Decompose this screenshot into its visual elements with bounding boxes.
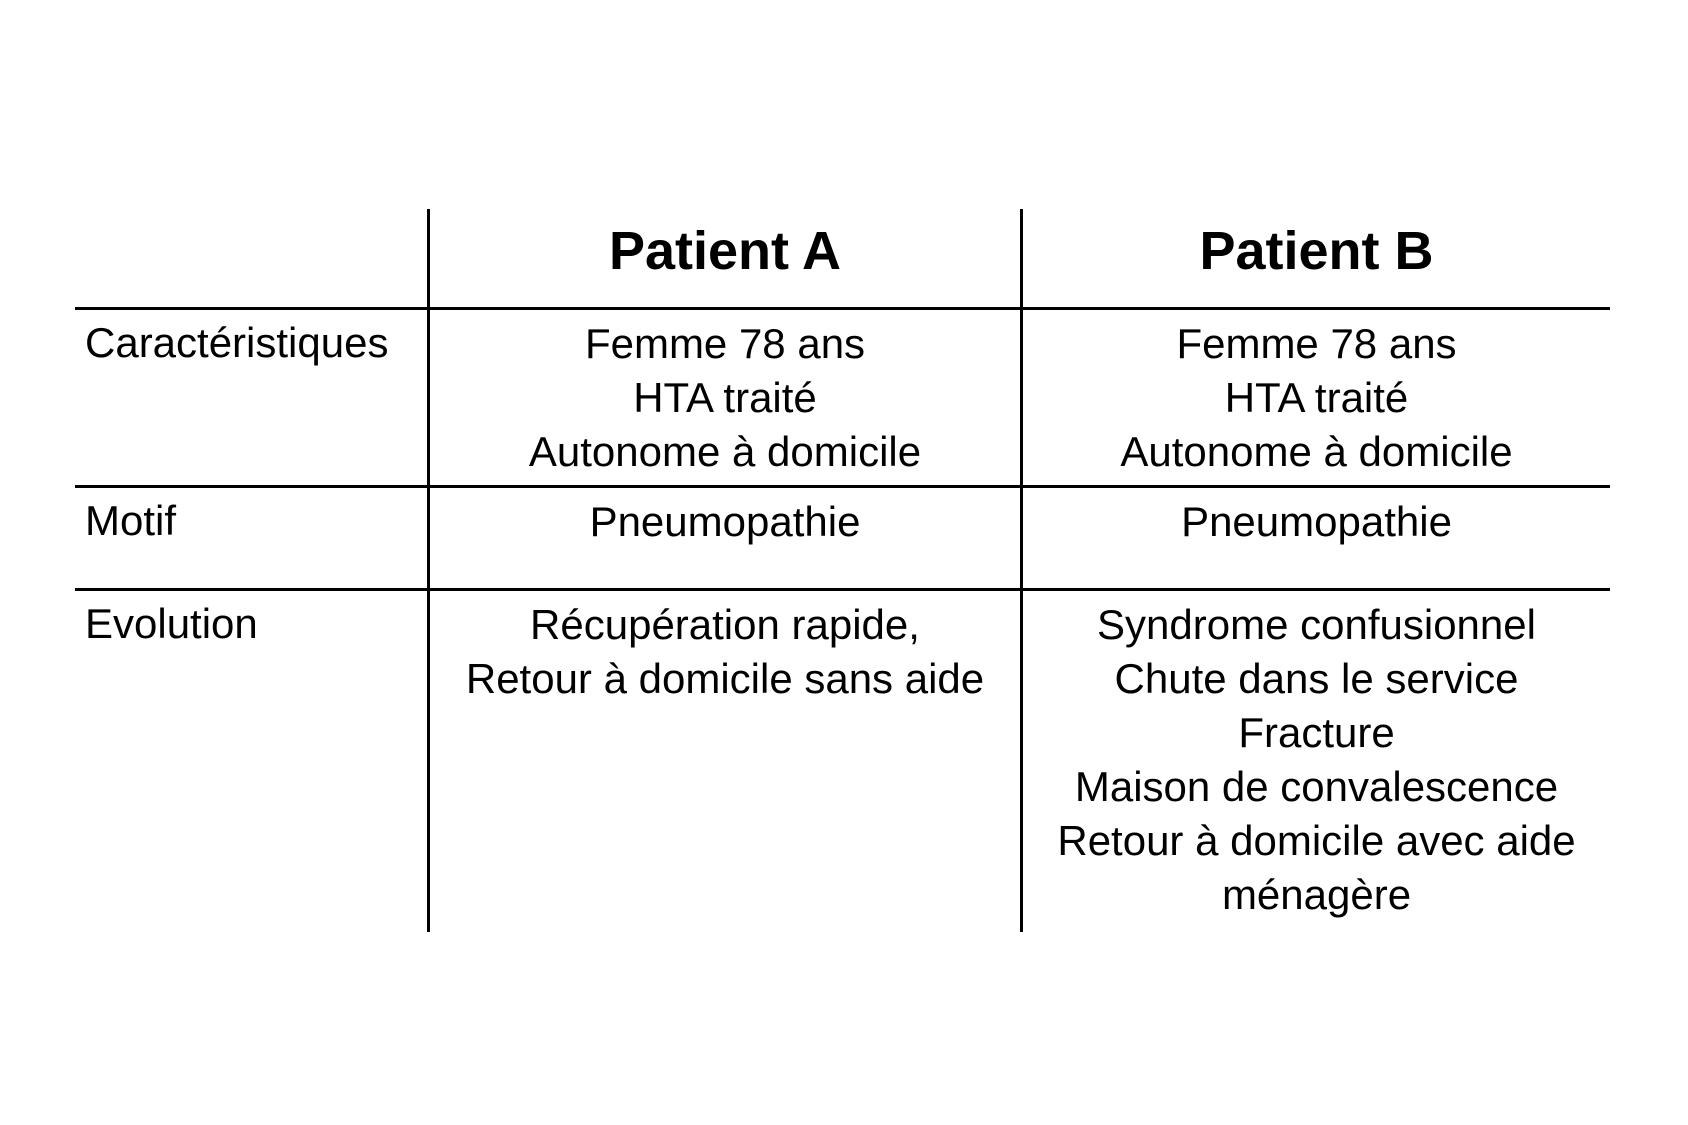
cell-text-line: Femme 78 ans bbox=[1176, 320, 1457, 367]
cell-text-line: Pneumopathie bbox=[1181, 498, 1452, 545]
cell-text-line: Syndrome confusionnel bbox=[1097, 601, 1536, 648]
cell-text-line: Femme 78 ans bbox=[584, 320, 866, 367]
cell-text-line: Retour à domicile avec aide ménagère bbox=[1057, 817, 1576, 918]
cell-text-line: HTA traité bbox=[1224, 374, 1409, 421]
cell-text-line: Autonome à domicile bbox=[528, 428, 922, 475]
column-header-patient-a: Patient A bbox=[427, 209, 1020, 310]
cell-motif-patient-a: Pneumopathie bbox=[427, 488, 1020, 591]
cell-text-line: Chute dans le service bbox=[1114, 655, 1519, 702]
cell-text-line: Retour à domicile sans aide bbox=[465, 655, 985, 702]
column-header-patient-b: Patient B bbox=[1020, 209, 1610, 310]
column-header-empty bbox=[75, 209, 427, 310]
cell-motif-patient-b: Pneumopathie bbox=[1020, 488, 1610, 591]
row-label-motif: Motif bbox=[75, 488, 427, 591]
cell-text-line: Récupération rapide, bbox=[530, 601, 920, 648]
row-label-evolution: Evolution bbox=[85, 600, 258, 647]
cell-text-line: HTA traité bbox=[633, 374, 817, 421]
row-label-caracteristiques: Caractéristiques bbox=[75, 310, 427, 488]
cell-text-line: Maison de convalescence bbox=[1074, 763, 1559, 810]
cell-text-line: Autonome à domicile bbox=[1120, 428, 1513, 475]
cell-text-line: Fracture bbox=[1238, 709, 1395, 756]
patient-comparison-table: Patient A Patient B Caractéristiques Fem… bbox=[75, 209, 1610, 932]
cell-text-line: Pneumopathie bbox=[589, 498, 861, 545]
cell-evolution-patient-a: Récupération rapide, Retour à domicile sa… bbox=[427, 591, 1020, 932]
